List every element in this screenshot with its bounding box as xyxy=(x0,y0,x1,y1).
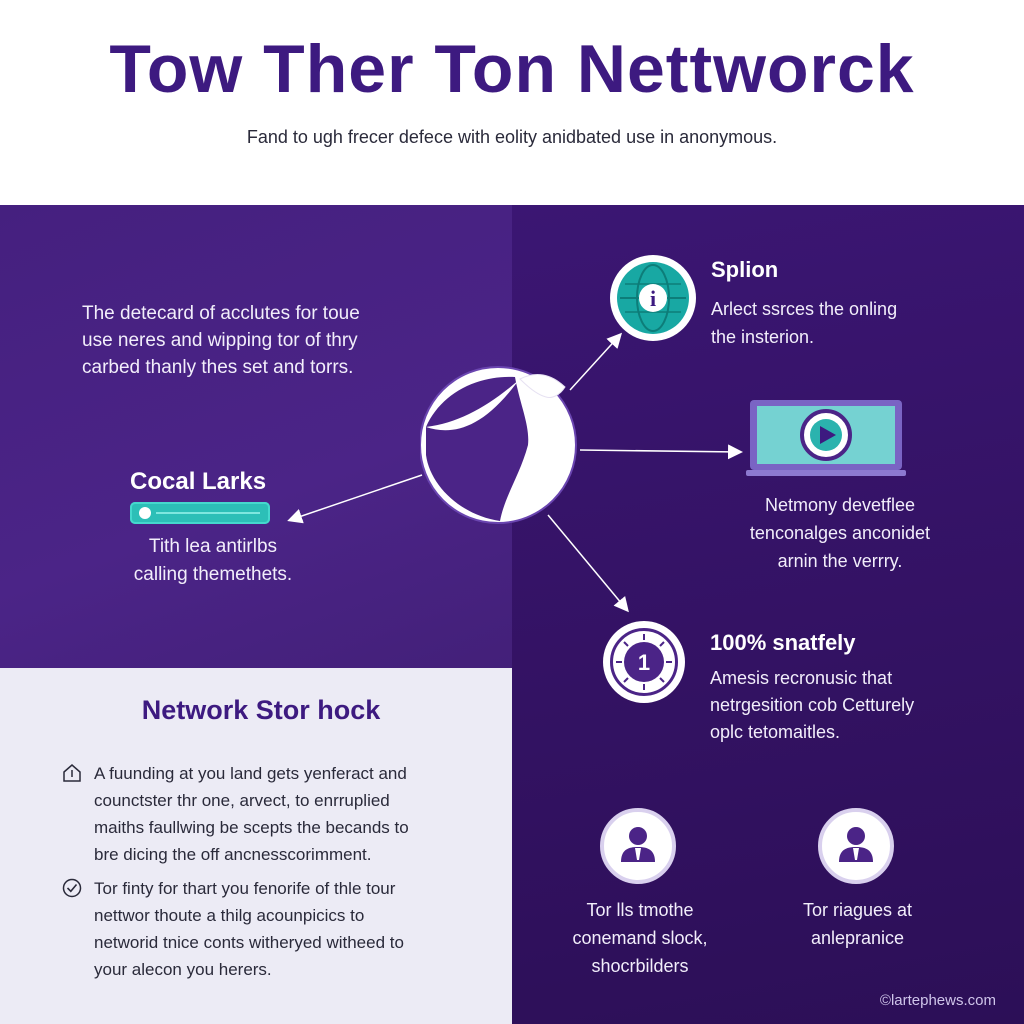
slider-knob[interactable] xyxy=(139,507,151,519)
svg-text:i: i xyxy=(650,286,656,311)
splion-title: Splion xyxy=(711,257,779,282)
list-item: Tor finty for thart you fenorife of thle… xyxy=(62,875,482,983)
person2-text: Tor riagues at anlepranice xyxy=(802,900,913,948)
left-bottom-panel xyxy=(0,668,512,1024)
intro-text: The detecard of acclutes for toue use ne… xyxy=(82,303,360,378)
safety-title: 100% snatfely xyxy=(710,630,856,655)
local-title: Cocal Larks xyxy=(130,468,267,495)
local-text: Tith lea antirlbs calling themethets. xyxy=(133,536,293,585)
person-icon xyxy=(818,808,894,884)
slider-track xyxy=(156,512,260,514)
play-laptop-icon xyxy=(746,398,906,478)
check-circle-icon xyxy=(62,878,82,898)
page-subtitle: Fand to ugh frecer defece with eolity an… xyxy=(246,127,778,147)
splion-text: Arlect ssrces the onling the insterion. xyxy=(711,299,898,347)
local-slider[interactable] xyxy=(130,502,270,524)
tor-onion-globe-icon xyxy=(419,365,580,525)
person1-text: Tor lls tmothe conemand slock, shocrbild… xyxy=(572,900,708,976)
header: Tow Ther Ton Nettworck Fand to ugh frece… xyxy=(0,0,1024,205)
home-icon xyxy=(63,764,81,782)
footer-credit: ©lartephews.com xyxy=(879,992,996,1009)
person-icon xyxy=(600,808,676,884)
network-stor-title: Network Stor hock xyxy=(141,695,381,725)
page-title: Tow Ther Ton Nettworck xyxy=(109,31,915,107)
safety-text: Amesis recronusic that netrgesition cob … xyxy=(710,668,915,742)
network-device-text: Netmony devetflee tenconalges anconidet … xyxy=(749,495,931,571)
list-item: A fuunding at you land gets yenferact an… xyxy=(62,760,482,868)
info-globe-icon: i xyxy=(610,255,696,341)
clock-icon: 1 xyxy=(603,621,685,703)
clock-number: 1 xyxy=(638,650,650,675)
